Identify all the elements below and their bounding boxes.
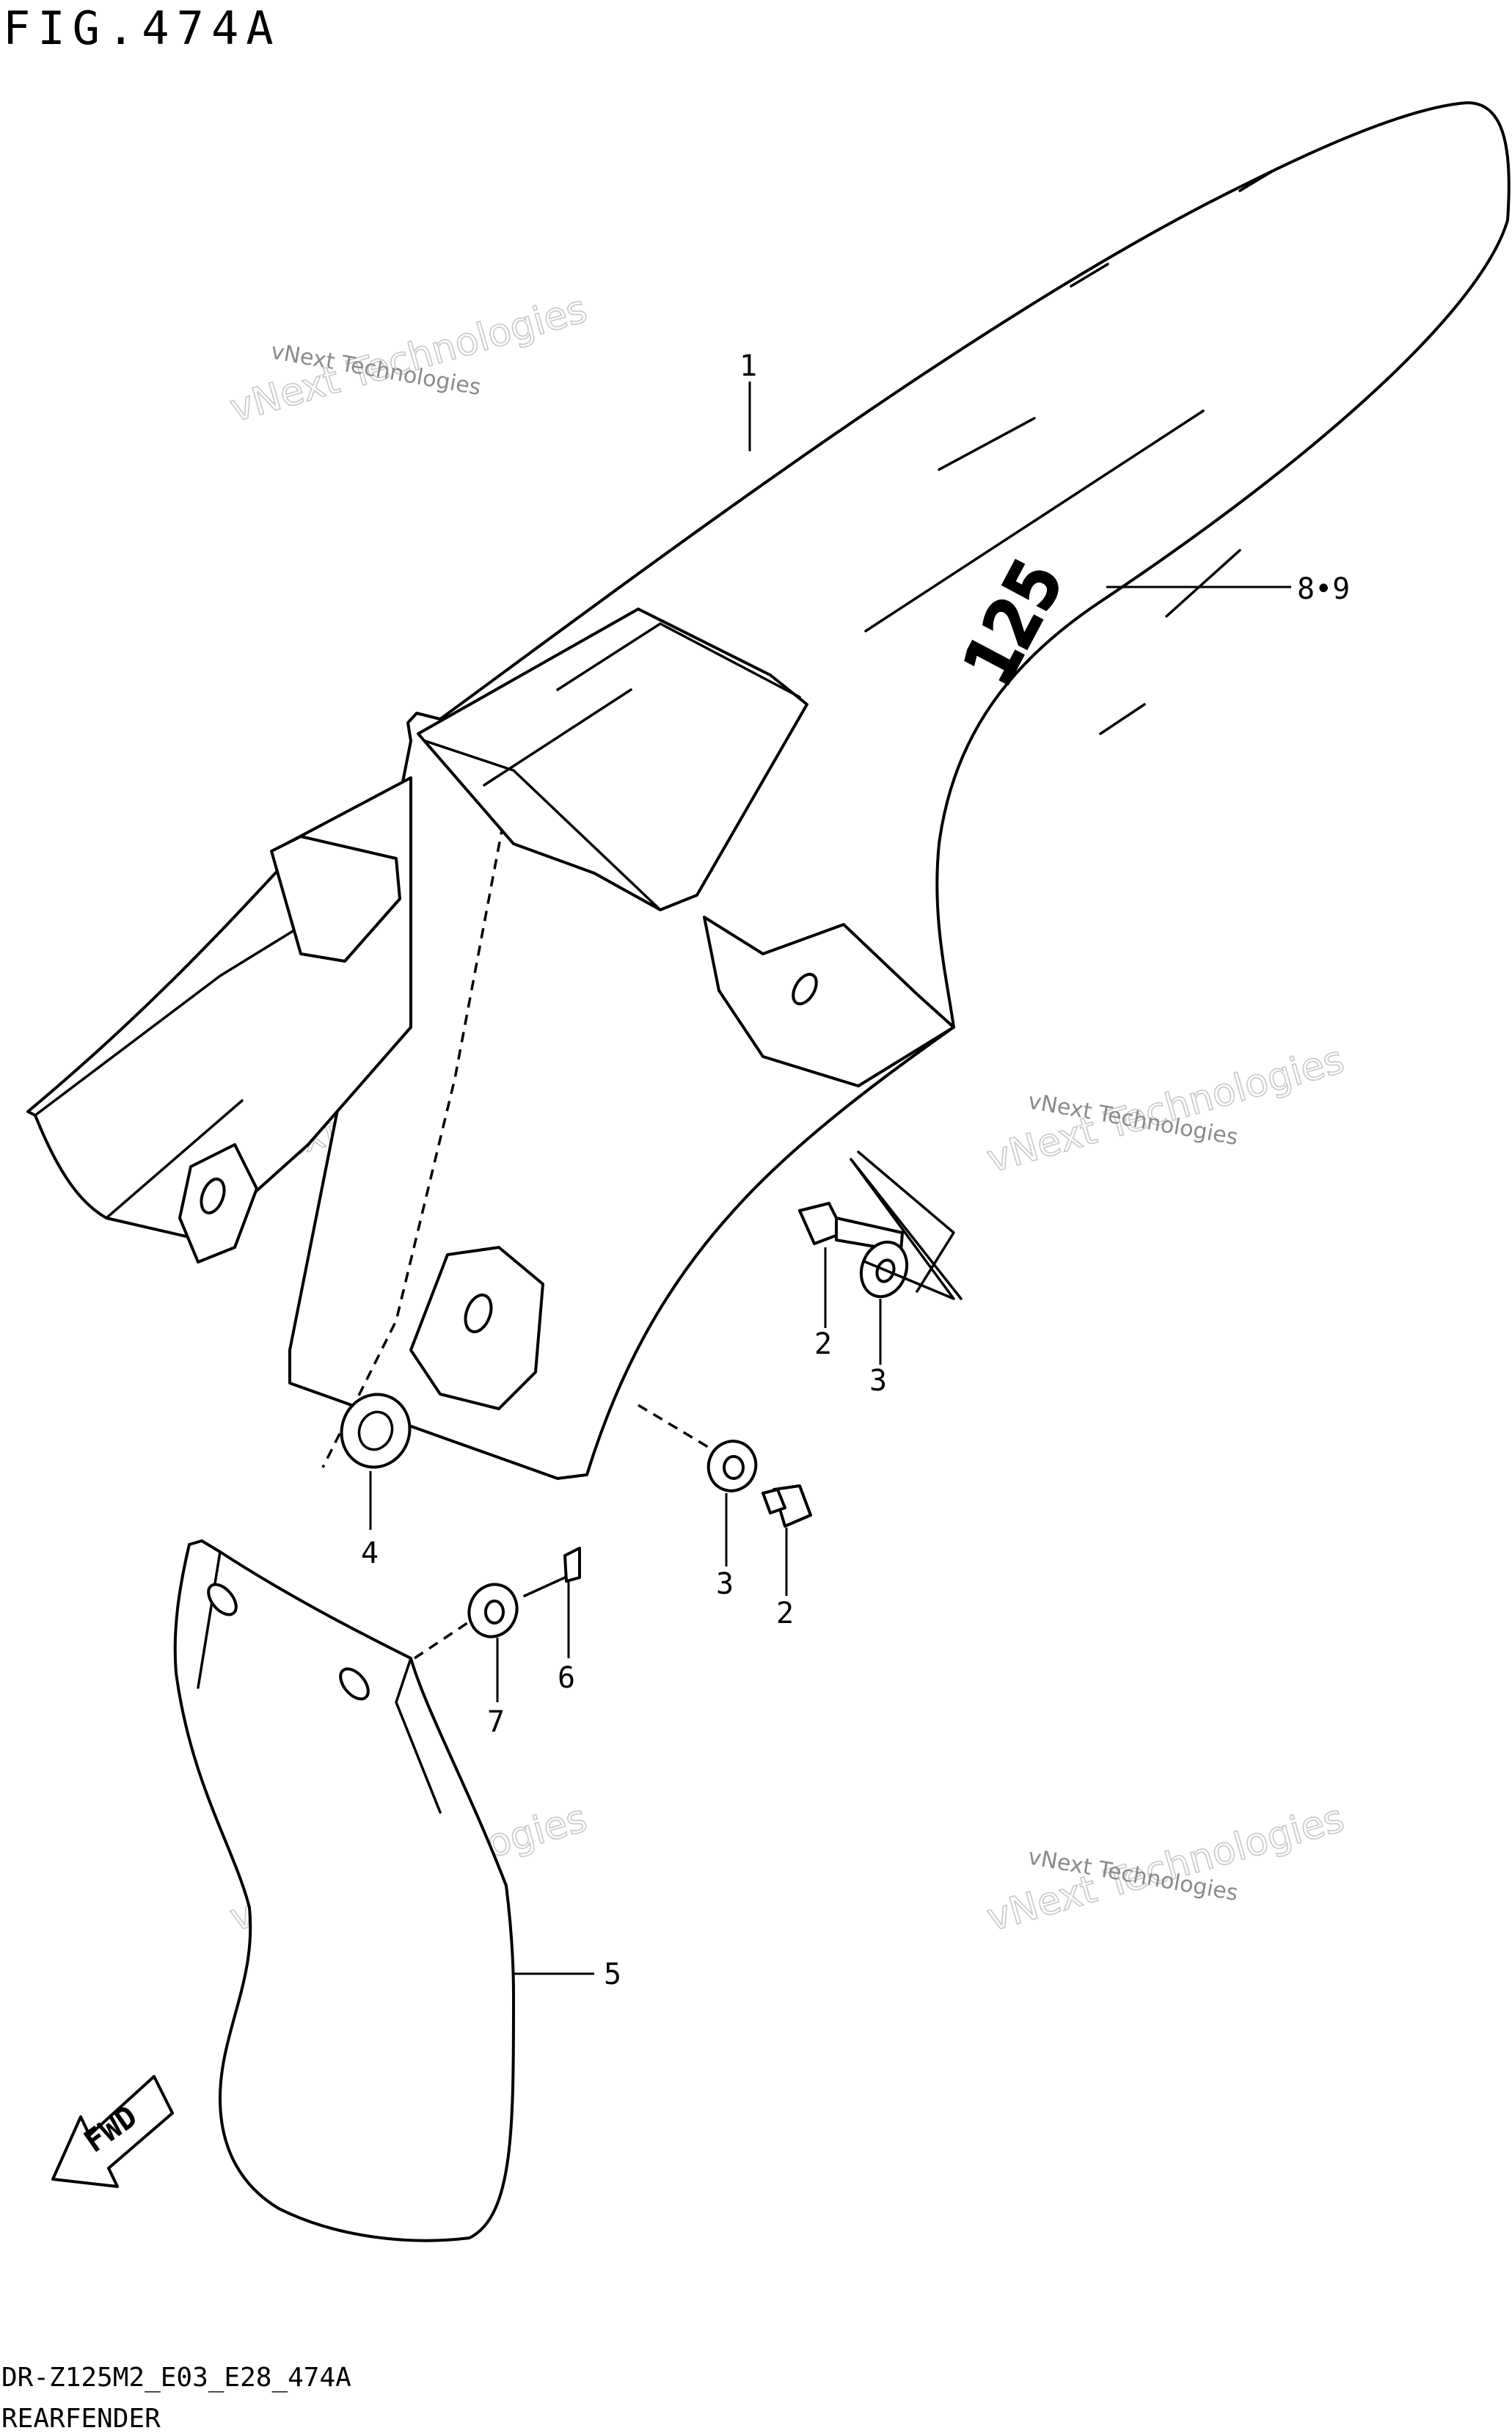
rear-fender-part — [26, 101, 1511, 1480]
callout-5: 5 — [604, 1958, 621, 1991]
callout-8-9: 8•9 — [1297, 572, 1350, 606]
fwd-direction-badge: FWD — [51, 2075, 174, 2188]
figure-title: FIG.474A — [3, 1, 281, 55]
callout-6: 6 — [558, 1661, 575, 1695]
watermark-low-right: vNext Technologies vNext Technologies — [982, 1796, 1349, 1941]
assembly-pointer — [850, 1158, 955, 1300]
model-code: DR-Z125M2_E03_E28_474A — [1, 2363, 351, 2393]
watermark-mid-right: vNext Technologies vNext Technologies — [982, 1038, 1349, 1183]
mudflap-part — [173, 1539, 515, 2242]
callout-7: 7 — [487, 1705, 505, 1739]
diagram-caption: REARFENDER — [1, 2404, 161, 2434]
callout-2-lower: 2 — [776, 1597, 794, 1630]
bolt-2-lower — [762, 1484, 812, 1528]
washer-3-lower — [706, 1440, 758, 1492]
screw-6 — [523, 1547, 581, 1597]
washer-7 — [467, 1583, 519, 1638]
callout-1: 1 — [739, 349, 757, 383]
grommet-4 — [340, 1393, 412, 1469]
callout-3-upper: 3 — [869, 1364, 887, 1398]
assembly-dashed-line — [414, 1620, 470, 1660]
callout-4: 4 — [361, 1536, 379, 1570]
callout-3-lower: 3 — [716, 1567, 734, 1601]
watermark-top-left: vNext Technologies vNext Technologies — [224, 287, 592, 432]
assembly-dashed-line — [638, 1404, 712, 1451]
callout-2-upper: 2 — [814, 1327, 832, 1361]
